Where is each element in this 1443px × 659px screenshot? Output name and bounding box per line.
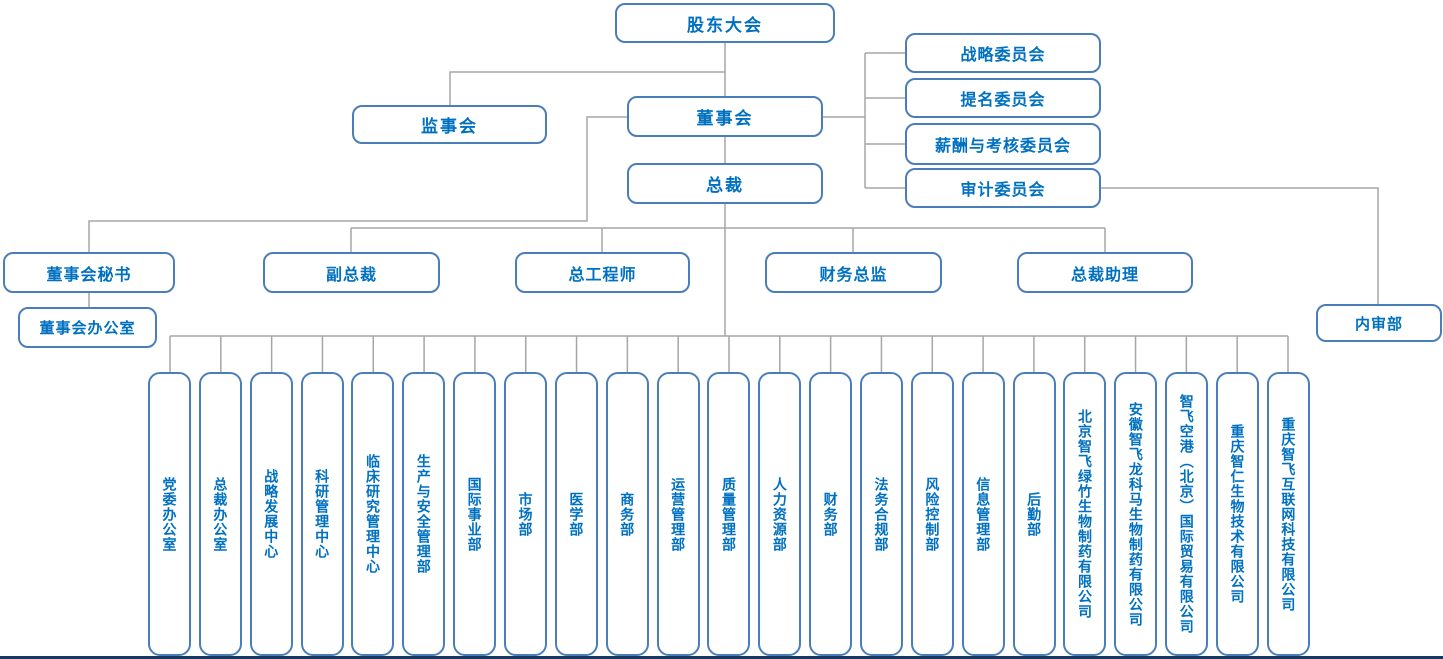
department-box: 科研管理中心	[300, 372, 344, 656]
department-box: 战略发展中心	[249, 372, 293, 656]
department-label: 重庆智仁生物技术有限公司	[1229, 424, 1246, 604]
department-box: 市场部	[504, 372, 548, 656]
department-box: 后勤部	[1012, 372, 1056, 656]
department-box: 党委办公室	[148, 372, 191, 656]
department-box: 国际事业部	[453, 372, 497, 656]
department-box: 法务合规部	[860, 372, 904, 656]
department-label: 总裁办公室	[212, 476, 229, 552]
department-box: 智飞空港（北京）国际贸易有限公司	[1165, 372, 1209, 656]
department-label: 科研管理中心	[314, 469, 331, 559]
department-label: 人力资源部	[771, 476, 788, 552]
department-box: 医学部	[554, 372, 598, 656]
department-box: 重庆智飞互联网科技有限公司	[1266, 372, 1310, 656]
department-box: 重庆智仁生物技术有限公司	[1216, 372, 1260, 656]
department-label: 商务部	[619, 491, 636, 537]
chief-engineer-box: 总工程师	[515, 252, 690, 293]
departments-row: 党委办公室 总裁办公室 战略发展中心 科研管理中心 临床研究管理中心 生产与安全…	[148, 372, 1310, 656]
department-label: 医学部	[568, 491, 585, 537]
department-box: 运营管理部	[656, 372, 700, 656]
department-label: 风险控制部	[924, 476, 941, 552]
department-label: 战略发展中心	[263, 469, 280, 559]
board-secretary-box: 董事会秘书	[3, 252, 175, 293]
president-box: 总裁	[627, 163, 823, 204]
department-box: 临床研究管理中心	[351, 372, 395, 656]
department-label: 运营管理部	[670, 476, 687, 552]
shareholders-meeting-box: 股东大会	[615, 3, 835, 43]
department-box: 商务部	[605, 372, 649, 656]
department-label: 信息管理部	[975, 476, 992, 552]
department-label: 后勤部	[1026, 491, 1043, 537]
strategy-committee-box: 战略委员会	[905, 33, 1101, 73]
department-label: 生产与安全管理部	[415, 454, 432, 574]
department-box: 总裁办公室	[198, 372, 242, 656]
audit-committee-box: 审计委员会	[905, 168, 1101, 208]
department-label: 国际事业部	[466, 476, 483, 552]
department-label: 党委办公室	[161, 476, 178, 552]
department-box: 北京智飞绿竹生物制药有限公司	[1063, 372, 1107, 656]
compensation-appraisal-committee-box: 薪酬与考核委员会	[905, 123, 1101, 165]
department-label: 法务合规部	[873, 476, 890, 552]
department-box: 风险控制部	[910, 372, 954, 656]
department-box: 安徽智飞龙科马生物制药有限公司	[1114, 372, 1158, 656]
bottom-border-bar	[0, 656, 1443, 659]
department-box: 人力资源部	[758, 372, 802, 656]
vice-president-box: 副总裁	[263, 252, 440, 293]
department-label: 财务部	[822, 491, 839, 537]
president-assistant-box: 总裁助理	[1017, 252, 1193, 293]
department-label: 质量管理部	[720, 476, 737, 552]
supervisory-board-box: 监事会	[352, 105, 547, 144]
department-label: 临床研究管理中心	[364, 454, 381, 574]
department-label: 安徽智飞龙科马生物制药有限公司	[1127, 401, 1144, 627]
department-label: 重庆智飞互联网科技有限公司	[1280, 416, 1297, 612]
department-box: 生产与安全管理部	[402, 372, 446, 656]
internal-audit-box: 内审部	[1316, 304, 1442, 342]
department-label: 智飞空港（北京）国际贸易有限公司	[1178, 394, 1195, 634]
board-office-box: 董事会办公室	[18, 307, 157, 348]
department-box: 质量管理部	[707, 372, 751, 656]
nomination-committee-box: 提名委员会	[905, 78, 1101, 118]
department-box: 信息管理部	[961, 372, 1005, 656]
board-of-directors-box: 董事会	[627, 96, 823, 137]
department-label: 北京智飞绿竹生物制药有限公司	[1076, 409, 1093, 619]
department-label: 市场部	[517, 491, 534, 537]
department-box: 财务部	[809, 372, 853, 656]
finance-director-box: 财务总监	[765, 252, 942, 293]
